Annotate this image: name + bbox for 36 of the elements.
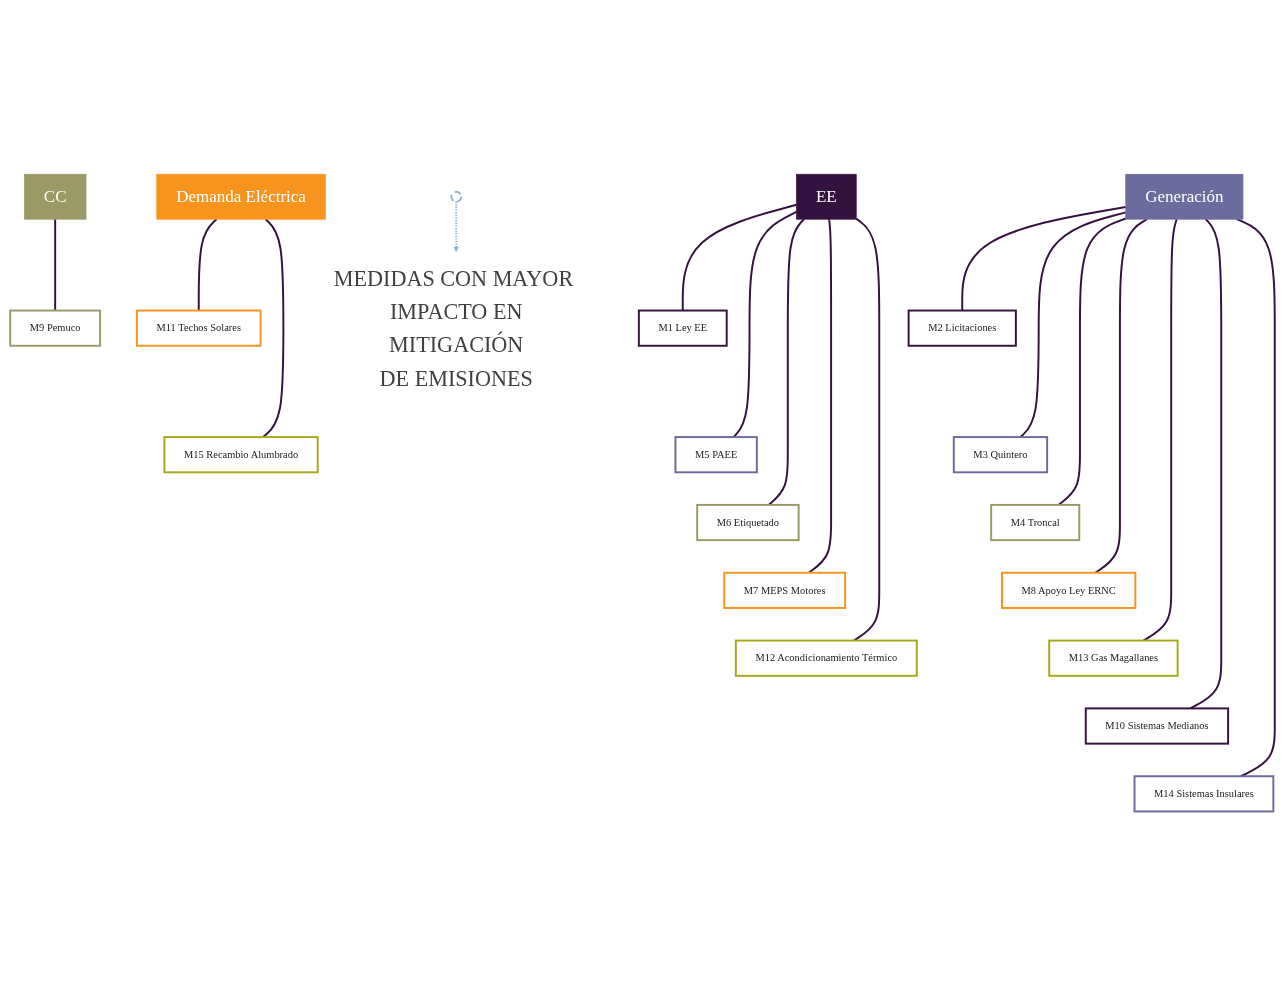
- node-box: M9 Pemuco: [9, 309, 102, 347]
- node-box: M10 Sistemas Medianos: [1084, 707, 1230, 745]
- arrow: [453, 200, 460, 253]
- connector: [1142, 218, 1178, 642]
- node-box: M12 Acondicionamiento Térmico: [734, 639, 918, 677]
- node-box: Demanda Eléctrica: [156, 174, 326, 220]
- node-box: M6 Etiquetado: [696, 504, 800, 542]
- node-box: M15 Recambio Alumbrado: [163, 436, 319, 474]
- connector: [1094, 218, 1148, 574]
- node-box: M13 Gas Magallanes: [1048, 639, 1179, 677]
- node-box: M8 Apoyo Ley ERNC: [1001, 571, 1137, 610]
- node-box: M14 Sistemas Insulares: [1133, 775, 1275, 813]
- node-box: M11 Techos Solares: [135, 309, 262, 347]
- node-box: CC: [23, 174, 87, 220]
- node-box: Generación: [1125, 174, 1244, 220]
- connector: [807, 218, 833, 574]
- connector: [1019, 211, 1127, 439]
- connector: [262, 218, 285, 439]
- connector: [54, 218, 57, 312]
- connector: [1189, 218, 1223, 710]
- node-box: M1 Ley EE: [637, 309, 728, 347]
- connector: [681, 204, 798, 312]
- connector: [1057, 217, 1127, 507]
- node-box: M7 MEPS Motores: [723, 571, 847, 610]
- node-box: M3 Quintero: [952, 436, 1049, 474]
- node-box: M5 PAEE: [674, 436, 758, 474]
- node-box: EE: [796, 174, 857, 220]
- connector: [961, 206, 1127, 312]
- node-box: M2 Licitaciones: [907, 309, 1017, 347]
- connector: [197, 218, 218, 312]
- node-circle: [450, 191, 463, 203]
- node-text: MEDIDAS CON MAYOR IMPACTO EN MITIGACIÓN DE EMISIONES: [333, 266, 574, 391]
- connector: [852, 217, 881, 642]
- connector: [732, 211, 798, 439]
- connector: [767, 218, 805, 507]
- node-box: M4 Troncal: [990, 504, 1081, 542]
